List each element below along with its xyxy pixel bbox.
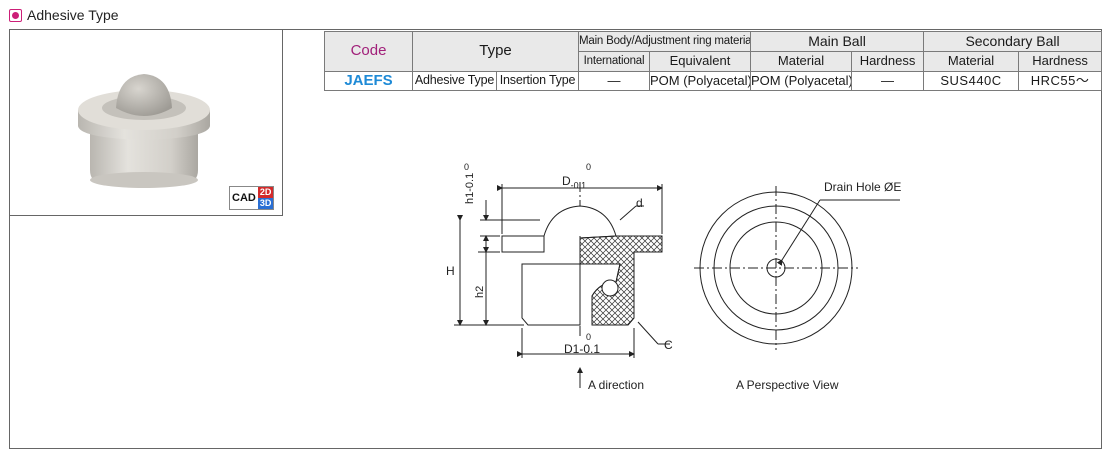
cell-main-ball-hardness: — bbox=[851, 71, 925, 91]
content-frame bbox=[9, 29, 1102, 449]
cell-type-adhesive: Adhesive Type bbox=[412, 71, 497, 91]
drain-hole-label: Drain Hole ØE bbox=[824, 180, 902, 194]
dim-H: H bbox=[446, 264, 455, 278]
cell-main-ball-material: POM (Polyacetal) bbox=[750, 71, 853, 91]
dim-d1-zero: 0 bbox=[586, 332, 592, 342]
cell-code[interactable]: JAEFS bbox=[324, 71, 413, 91]
dim-d-top-zero: 0 bbox=[586, 162, 592, 172]
header-main-ball: Main Ball bbox=[750, 31, 925, 52]
cad-2d-label[interactable]: 2D bbox=[257, 187, 274, 198]
dim-h1-zero: 0 bbox=[464, 162, 470, 172]
spec-table: Code Type Main Body/Adjustment ring mate… bbox=[324, 31, 1103, 91]
dim-d1: D1-0.1 bbox=[564, 342, 601, 356]
header-international: International bbox=[578, 51, 650, 72]
header-code: Code bbox=[324, 31, 413, 72]
technical-drawing: D-0.1 0 h1-0.1 0 d H h2 D1-0.1 0 C A dir… bbox=[420, 160, 902, 400]
a-direction-label: A direction bbox=[588, 378, 645, 392]
section-header: Adhesive Type bbox=[9, 6, 119, 24]
dim-d: d bbox=[636, 196, 643, 210]
dim-h2: h2 bbox=[474, 285, 486, 298]
cell-secondary-ball-material: SUS440C bbox=[923, 71, 1020, 91]
cell-equivalent: POM (Polyacetal) bbox=[648, 71, 752, 91]
header-secondary-ball-material: Material bbox=[923, 51, 1020, 72]
section-title: Adhesive Type bbox=[27, 7, 119, 23]
header-equivalent: Equivalent bbox=[648, 51, 752, 72]
cell-international: — bbox=[578, 71, 650, 91]
cell-type-insertion: Insertion Type bbox=[496, 71, 579, 91]
bullet-icon bbox=[9, 8, 22, 22]
header-type: Type bbox=[412, 31, 579, 72]
header-secondary-ball-hardness: Hardness bbox=[1018, 51, 1103, 72]
perspective-view-label: A Perspective View bbox=[736, 378, 839, 392]
product-photo-panel: CAD 2D 3D bbox=[9, 29, 283, 216]
table-row: JAEFS Adhesive Type Insertion Type — POM… bbox=[324, 71, 1103, 91]
header-secondary-ball: Secondary Ball bbox=[923, 31, 1103, 52]
cad-download-badge[interactable]: CAD 2D 3D bbox=[229, 186, 275, 210]
header-main-ball-material: Material bbox=[750, 51, 853, 72]
cad-label: CAD bbox=[232, 192, 256, 204]
dim-d-top: D-0.1 bbox=[562, 174, 587, 191]
ball-transfer-photo-icon bbox=[78, 74, 210, 188]
header-body-material: Main Body/Adjustment ring material bbox=[577, 31, 752, 52]
dim-c: C bbox=[664, 338, 673, 352]
cell-secondary-ball-hardness: HRC55～ bbox=[1018, 71, 1103, 91]
cad-3d-label[interactable]: 3D bbox=[257, 198, 274, 209]
header-main-ball-hardness: Hardness bbox=[851, 51, 925, 72]
drawing-lines bbox=[454, 182, 900, 388]
dim-h1: h1-0.1 bbox=[464, 172, 476, 204]
